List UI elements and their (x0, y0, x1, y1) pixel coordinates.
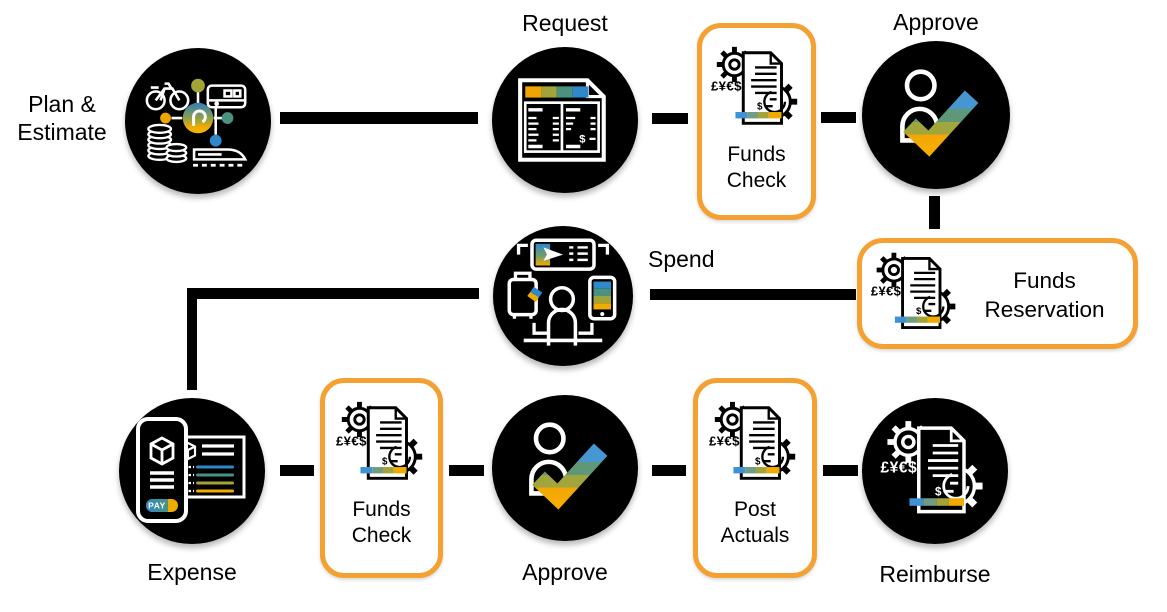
funds-check-bottom-label: Funds Check (351, 498, 412, 548)
pay-label: PAY (148, 501, 166, 511)
gradient-checkmark (903, 90, 979, 157)
node-plan-estimate (125, 48, 271, 194)
dollar-symbol: $ (755, 457, 761, 468)
post-actuals-gear-icon: £¥€$ $ (709, 395, 804, 493)
luggage-tag (527, 286, 543, 302)
request-label: Request (522, 10, 608, 36)
plane-icon (543, 247, 563, 261)
node-request: $ (492, 47, 638, 193)
dollar-symbol: $ (382, 457, 388, 468)
connector-approve2-postactuals (652, 465, 686, 476)
post-actuals-label: Post Actuals (720, 498, 790, 548)
approve-top-label: Approve (893, 9, 979, 35)
dollar-symbol: $ (935, 485, 942, 498)
connector-spend-expense-horizontal (187, 288, 479, 299)
destination-node (182, 102, 214, 134)
pay-button (146, 499, 178, 512)
expense-pay-icon: PAY (136, 417, 246, 523)
dollar-symbol: $ (579, 133, 586, 145)
node-expense: PAY (119, 398, 265, 544)
currency-symbols: £¥€$ (709, 433, 740, 448)
node-approve-bottom (492, 395, 638, 541)
approve-check-icon (900, 69, 979, 157)
connector-spend-expense-vertical (187, 288, 197, 390)
dollar-symbol: $ (757, 102, 763, 113)
spend-label: Spend (648, 246, 715, 272)
box-post-actuals: £¥€$ $ Post Actuals (693, 378, 817, 578)
connector-postactuals-reimburse (823, 465, 858, 476)
funds-reservation-gear-icon: £¥€$ $ (871, 246, 964, 342)
connector-fundsreservation-spend (650, 289, 856, 300)
currency-symbols: £¥€$ (710, 78, 741, 93)
approve-bottom-label: Approve (522, 559, 608, 585)
funds-check-gear-icon: £¥€$ $ (335, 395, 431, 493)
currency-symbols: £¥€$ (871, 283, 902, 298)
connector-request-fundscheck (652, 113, 688, 124)
cube-icon (149, 436, 175, 466)
currency-symbols: £¥€$ (880, 460, 917, 477)
currency-symbols: £¥€$ (335, 433, 366, 448)
connector-approve-fundsreservation (929, 196, 940, 229)
reimburse-gear-icon: £¥€$ $ (880, 413, 993, 529)
funds-check-top-label: Funds Check (726, 143, 787, 193)
connector-fundscheck-approve (821, 112, 856, 123)
dollar-symbol: $ (916, 306, 922, 317)
reimburse-label: Reimburse (879, 561, 991, 587)
node-reimburse: £¥€$ $ (862, 398, 1008, 544)
approve-check-icon (529, 422, 608, 510)
connector-expense-fundscheck2 (280, 465, 314, 476)
node-approve-top (862, 41, 1010, 189)
expense-label: Expense (147, 559, 237, 585)
box-funds-check-top: £¥€$ $ Funds Check (697, 23, 816, 220)
funds-reservation-label: Funds Reservation (984, 268, 1105, 322)
connector-plan-request (280, 112, 478, 124)
request-table-icon: $ (518, 78, 606, 162)
connector-fundscheck2-approve2 (449, 465, 484, 476)
plan-estimate-label: Plan & Estimate (17, 91, 107, 146)
box-funds-check-bottom: £¥€$ $ Funds Check (320, 378, 443, 578)
box-funds-reservation: £¥€$ $ Funds Reservation (857, 238, 1138, 349)
gradient-checkmark (532, 443, 608, 510)
node-spend (493, 226, 633, 366)
funds-check-gear-icon: £¥€$ $ (710, 40, 806, 138)
travel-planning-icon (145, 78, 248, 167)
spend-travel-icon (507, 238, 617, 346)
